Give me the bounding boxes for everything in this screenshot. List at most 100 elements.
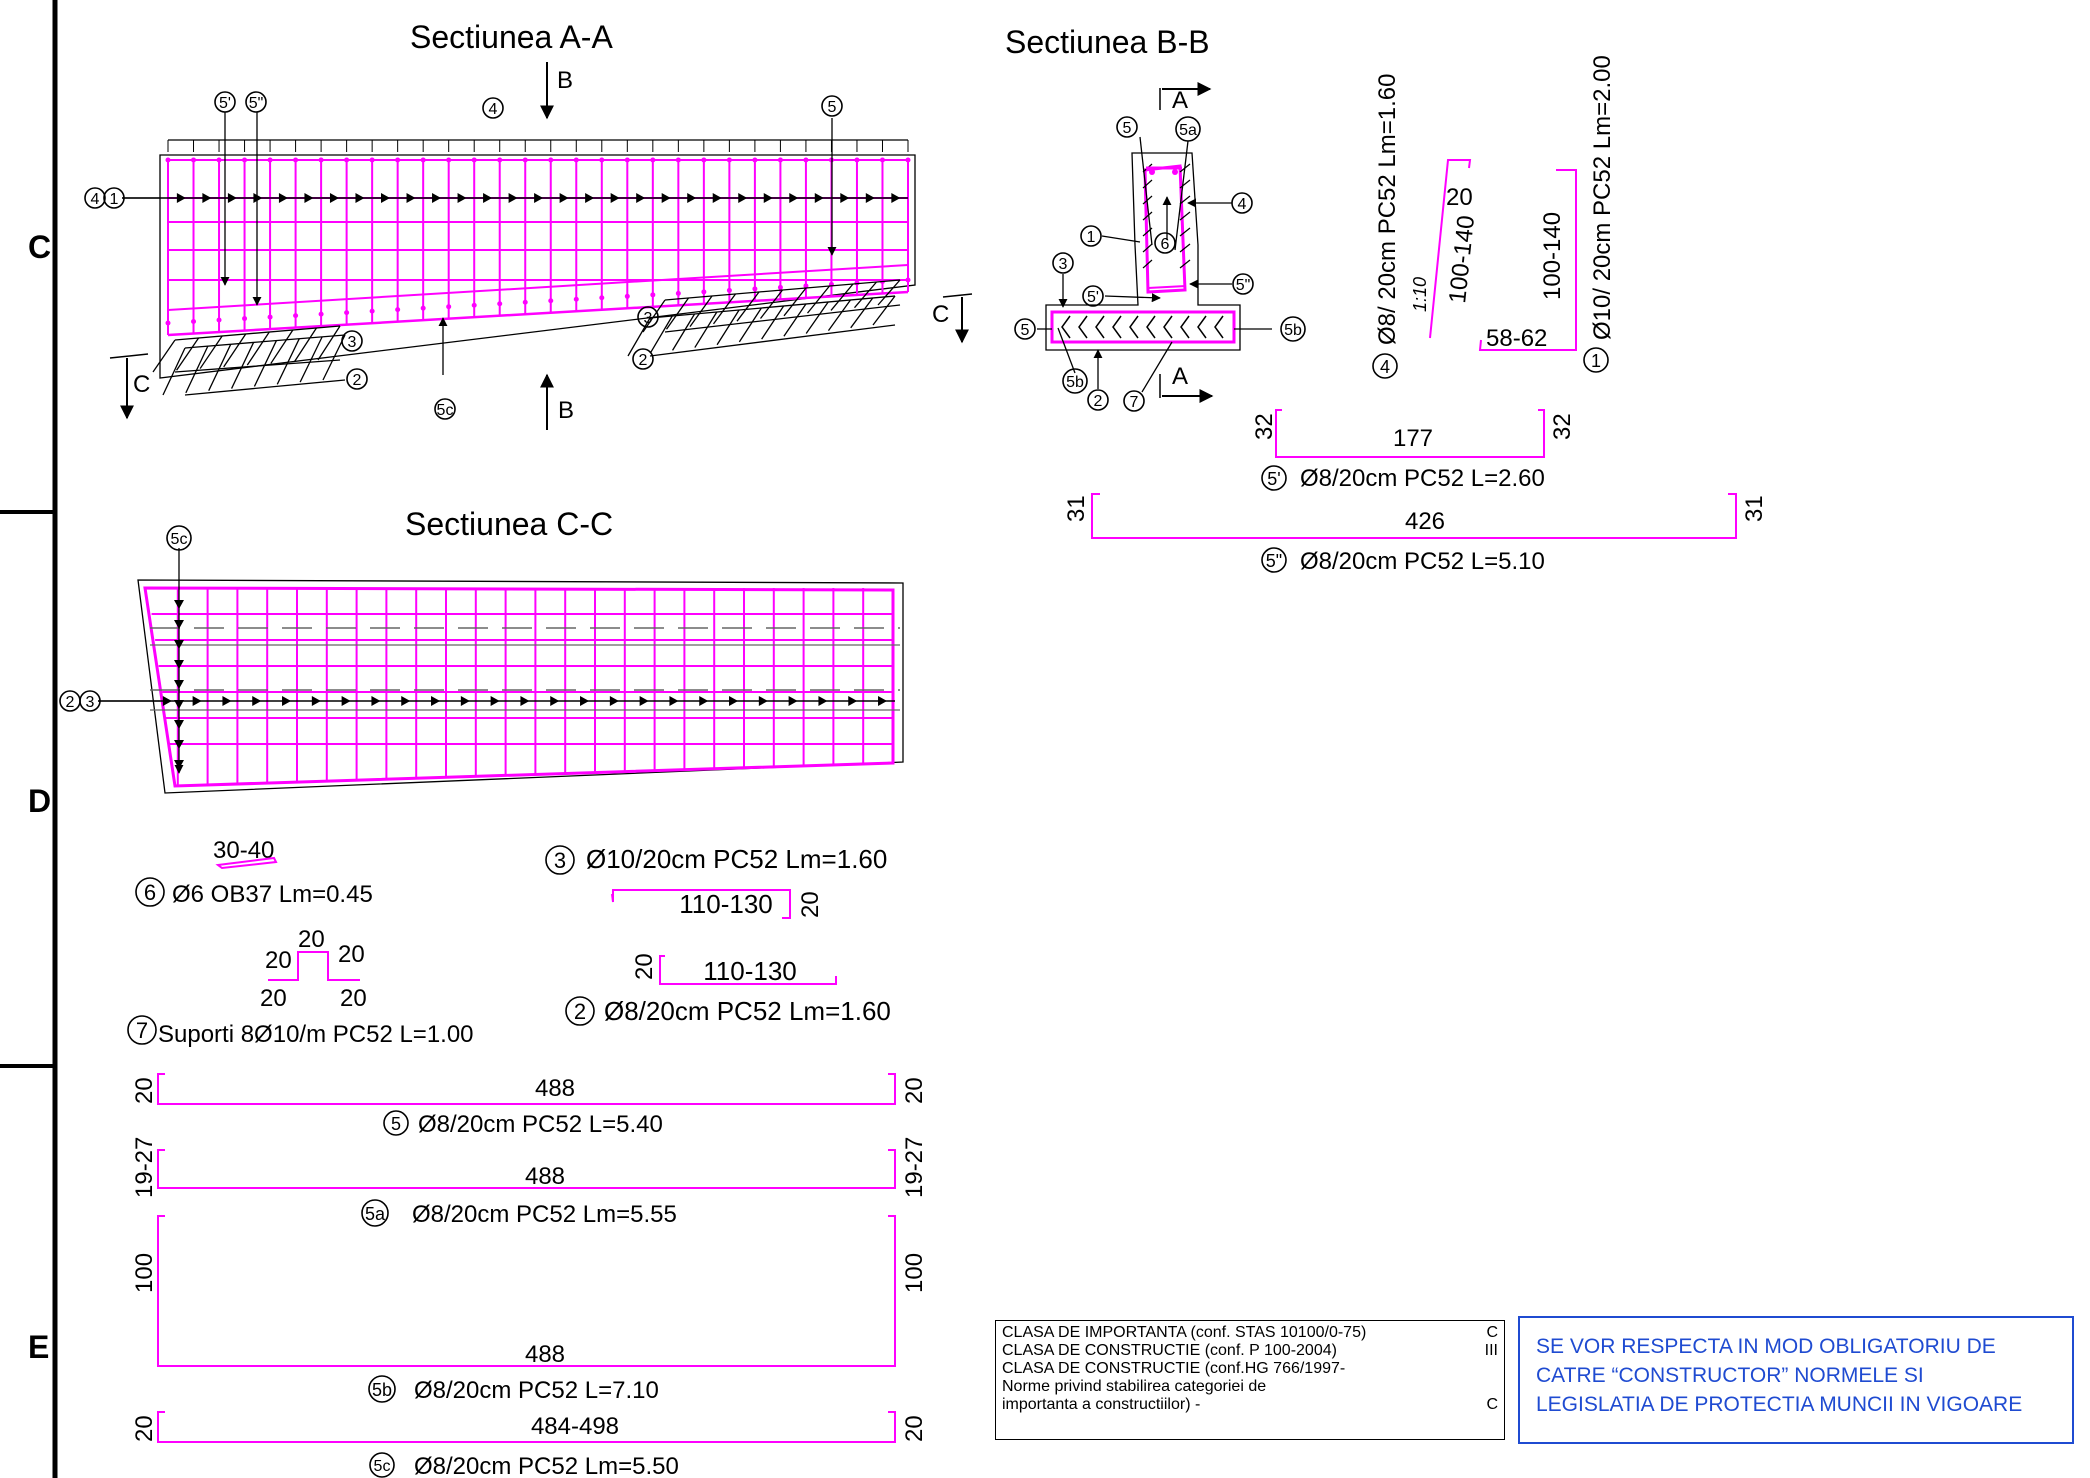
- rebar-dot: [522, 299, 528, 305]
- bar-5dblprime-dim-right: 31: [1741, 495, 1768, 522]
- bar-5-dim-right: 20: [901, 1077, 928, 1104]
- hatch-line: [736, 291, 760, 322]
- marker-3-left: 3: [341, 330, 363, 352]
- marker-bar-5a: 5a: [361, 1199, 389, 1227]
- rebar-dot: [1172, 169, 1178, 175]
- section-cc-title: Sectiunea C-C: [405, 506, 613, 542]
- hatch-line: [1179, 243, 1191, 253]
- hatch-line: [1179, 227, 1191, 237]
- hatch-line: [806, 285, 831, 314]
- svg-text:5": 5": [249, 95, 264, 112]
- section-aa-top-ticks: [167, 140, 909, 152]
- bar-3-label: Ø10/20cm PC52 Lm=1.60: [586, 844, 887, 874]
- bar-arrow: [401, 696, 411, 706]
- bar-5dblprime-dim-left: 31: [1063, 495, 1090, 522]
- svg-text:3: 3: [554, 848, 566, 873]
- bar-2-dim-len: 110-130: [703, 956, 797, 986]
- hatch-line: [1142, 259, 1153, 269]
- marker-4-top: 4: [482, 97, 504, 119]
- cut-a-bottom: A: [1172, 363, 1188, 390]
- bar-arrow: [460, 696, 470, 706]
- hatch-edge: [174, 325, 341, 341]
- bar-arrow: [639, 696, 649, 706]
- bar-arrow: [222, 696, 232, 706]
- svg-text:4: 4: [1380, 357, 1390, 377]
- marker-cc-5c: 5c: [166, 525, 192, 551]
- hatch-line: [872, 295, 896, 326]
- rebar-dot: [650, 292, 656, 298]
- frame-border: [0, 0, 58, 1478]
- svg-text:5: 5: [391, 1114, 401, 1134]
- bar-arrow: [252, 696, 262, 706]
- cut-a-top: A: [1172, 87, 1188, 114]
- bar-5prime-detail: 32 177 32 5' Ø8/20cm PC52 L=2.60: [1251, 409, 1576, 492]
- bar-4-legend: 4 Ø8/ 20cm PC52 Lm=1.60 1:10 100-140 20: [1372, 74, 1480, 379]
- svg-text:5b: 5b: [1284, 322, 1302, 339]
- bar-5dblprime-label: Ø8/20cm PC52 L=5.10: [1300, 548, 1545, 575]
- hatch-line: [738, 307, 762, 343]
- bar-arrow: [788, 696, 798, 706]
- rebar-dot: [318, 311, 324, 317]
- svg-text:5: 5: [1021, 322, 1030, 339]
- hatch-edge: [664, 304, 901, 333]
- svg-text:5': 5': [1267, 469, 1280, 489]
- bar-7-detail: 20 20 20 20 20 7 Suporti 8Ø10/m PC52 L=1…: [127, 926, 474, 1048]
- bar-chevron: [1129, 315, 1139, 339]
- bar-arrow: [699, 696, 709, 706]
- bar-arrow: [311, 696, 321, 706]
- section-aa-rebar-mesh: [165, 157, 911, 337]
- rebar-dot: [471, 302, 477, 308]
- svg-text:3: 3: [644, 310, 653, 327]
- marker-cc-3: 3: [79, 690, 101, 712]
- hatch-line: [299, 336, 323, 383]
- bar-chevron: [1112, 315, 1122, 339]
- rebar-dot: [446, 304, 452, 310]
- svg-text:7: 7: [136, 1018, 148, 1043]
- bar-5a-dim-right: 19-27: [901, 1137, 928, 1198]
- hatch-line: [783, 303, 807, 337]
- zone-label-d: D: [28, 783, 51, 819]
- hatch-edge: [649, 324, 896, 357]
- section-bb: Sectiunea B-B A A 5 5a 4 1 6: [1005, 24, 1306, 412]
- svg-text:5a: 5a: [365, 1204, 386, 1224]
- hatch-line: [783, 287, 807, 317]
- bar-chevron: [1146, 315, 1156, 339]
- svg-text:5': 5': [219, 95, 231, 112]
- bar-5-dim-mid: 488: [535, 1075, 575, 1102]
- bar-1-legend: 1 Ø10/ 20cm PC52 Lm=2.00 100-140 58-62: [1478, 55, 1616, 373]
- hatch-line: [877, 279, 901, 306]
- section-aa-hatching: [152, 279, 901, 396]
- hatch-edge: [184, 334, 346, 349]
- rebar-dot: [420, 305, 426, 311]
- bar-7-label: Suporti 8Ø10/m PC52 L=1.00: [158, 1021, 474, 1048]
- marker-bar-5dblprime: 5": [1261, 547, 1287, 573]
- bar-arrow: [609, 696, 619, 706]
- bar-5prime-dim-right: 32: [1549, 413, 1576, 440]
- svg-text:3: 3: [348, 334, 357, 351]
- bar-5b-detail: 100 488 100 5b Ø8/20cm PC52 L=7.10: [131, 1215, 928, 1404]
- hatch-line: [805, 301, 829, 334]
- marker-bar-2: 2: [565, 996, 595, 1026]
- zone-label-e: E: [28, 1329, 49, 1365]
- section-cc-rebar-mesh: [151, 588, 893, 786]
- bar-arrow: [818, 696, 828, 706]
- svg-text:3: 3: [86, 694, 95, 711]
- rebar-dot: [242, 316, 248, 322]
- hatch-line: [854, 281, 877, 309]
- bar-arrow: [669, 696, 679, 706]
- classification-row: Norme privind stabilirea categoriei de: [1002, 1378, 1267, 1395]
- marker-bar-5prime: 5': [1261, 465, 1287, 491]
- bar-7-dim-bottom-left: 20: [260, 985, 287, 1012]
- hatch-line: [712, 293, 737, 325]
- svg-text:3: 3: [1059, 256, 1068, 273]
- svg-text:5': 5': [1087, 289, 1099, 306]
- marker-bar-4: 4: [1372, 353, 1398, 379]
- bar-1-dim-len: 100-140: [1539, 212, 1566, 300]
- rebar-dot: [293, 313, 299, 319]
- marker-bar-5c: 5c: [369, 1452, 395, 1478]
- hatch-line: [276, 338, 300, 385]
- marker-bb-3: 3: [1052, 252, 1074, 274]
- marker-5-top: 5: [821, 95, 843, 117]
- svg-text:2: 2: [353, 372, 362, 389]
- rebar-dot: [752, 286, 758, 292]
